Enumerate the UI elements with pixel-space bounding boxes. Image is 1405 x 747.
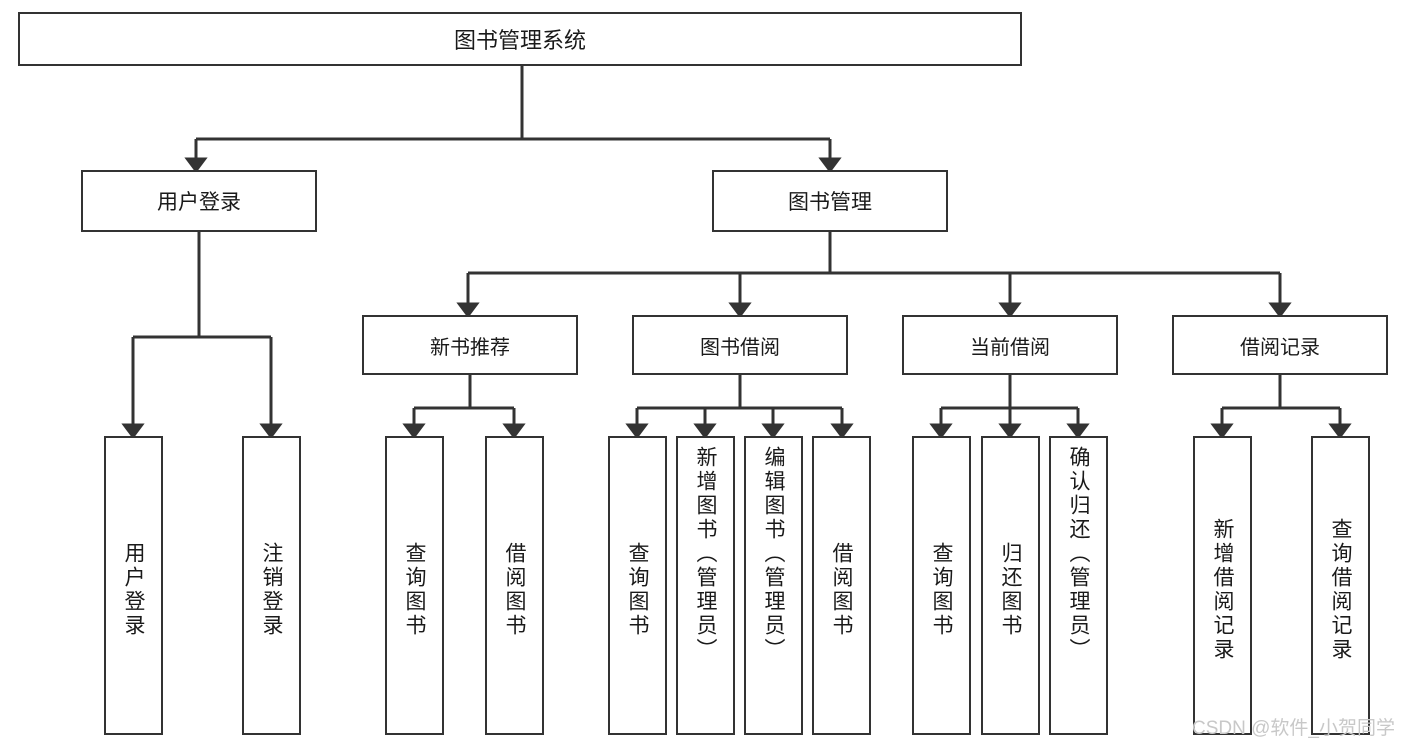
node-leaf-user-login-label: 用户登录 [122, 541, 145, 638]
leaf-inner: 查询图书 [610, 446, 665, 747]
node-leaf-query-book-1[interactable]: 查询图书 [385, 436, 444, 735]
node-leaf-borrow-book-2[interactable]: 借阅图书 [812, 436, 871, 735]
node-leaf-add-book-label: 新增图书（管理员） [694, 446, 717, 662]
node-borrow-record[interactable]: 借阅记录 [1172, 315, 1388, 375]
node-leaf-borrow-book-2-label: 借阅图书 [830, 541, 853, 638]
node-leaf-confirm-return-label: 确认归还（管理员） [1067, 446, 1090, 662]
node-book-manage[interactable]: 图书管理 [712, 170, 948, 232]
leaf-inner: 新增图书（管理员） [678, 446, 733, 733]
leaf-inner: 确认归还（管理员） [1051, 446, 1106, 733]
node-new-book-rec-label: 新书推荐 [430, 336, 510, 359]
node-leaf-query-record-label: 查询借阅记录 [1329, 517, 1352, 662]
csdn-watermark: CSDN @软件_小贺同学 [1192, 718, 1395, 739]
node-book-borrow-label: 图书借阅 [700, 336, 780, 359]
node-book-manage-label: 图书管理 [788, 191, 872, 214]
node-new-book-rec[interactable]: 新书推荐 [362, 315, 578, 375]
node-leaf-confirm-return[interactable]: 确认归还（管理员） [1049, 436, 1108, 735]
node-leaf-return-book-label: 归还图书 [999, 541, 1022, 638]
node-book-borrow[interactable]: 图书借阅 [632, 315, 848, 375]
node-leaf-query-book-3[interactable]: 查询图书 [912, 436, 971, 735]
node-leaf-query-record[interactable]: 查询借阅记录 [1311, 436, 1370, 735]
node-current-borrow[interactable]: 当前借阅 [902, 315, 1118, 375]
node-user-login[interactable]: 用户登录 [81, 170, 317, 232]
node-leaf-query-book-2[interactable]: 查询图书 [608, 436, 667, 735]
node-leaf-add-record-label: 新增借阅记录 [1211, 517, 1234, 662]
leaf-inner: 借阅图书 [814, 446, 869, 747]
node-leaf-edit-book[interactable]: 编辑图书（管理员） [744, 436, 803, 735]
node-user-login-label: 用户登录 [157, 191, 241, 214]
leaf-inner: 查询图书 [387, 446, 442, 747]
node-leaf-logout-label: 注销登录 [260, 541, 283, 638]
node-root[interactable]: 图书管理系统 [18, 12, 1022, 66]
node-root-label: 图书管理系统 [453, 28, 586, 53]
leaf-inner: 注销登录 [244, 446, 299, 747]
node-borrow-record-label: 借阅记录 [1240, 336, 1320, 359]
node-leaf-add-record[interactable]: 新增借阅记录 [1193, 436, 1252, 735]
node-leaf-user-login[interactable]: 用户登录 [104, 436, 163, 735]
node-leaf-query-book-1-label: 查询图书 [403, 541, 426, 638]
node-leaf-logout[interactable]: 注销登录 [242, 436, 301, 735]
node-leaf-query-book-2-label: 查询图书 [626, 541, 649, 638]
node-leaf-borrow-book-1[interactable]: 借阅图书 [485, 436, 544, 735]
leaf-inner: 新增借阅记录 [1195, 446, 1250, 747]
node-leaf-edit-book-label: 编辑图书（管理员） [762, 446, 785, 662]
leaf-inner: 查询借阅记录 [1313, 446, 1368, 747]
leaf-inner: 查询图书 [914, 446, 969, 747]
node-leaf-return-book[interactable]: 归还图书 [981, 436, 1040, 735]
leaf-inner: 编辑图书（管理员） [746, 446, 801, 733]
node-leaf-query-book-3-label: 查询图书 [930, 541, 953, 638]
node-leaf-borrow-book-1-label: 借阅图书 [503, 541, 526, 638]
node-current-borrow-label: 当前借阅 [970, 336, 1050, 359]
node-leaf-add-book[interactable]: 新增图书（管理员） [676, 436, 735, 735]
leaf-inner: 借阅图书 [487, 446, 542, 747]
leaf-inner: 用户登录 [106, 446, 161, 747]
leaf-inner: 归还图书 [983, 446, 1038, 747]
